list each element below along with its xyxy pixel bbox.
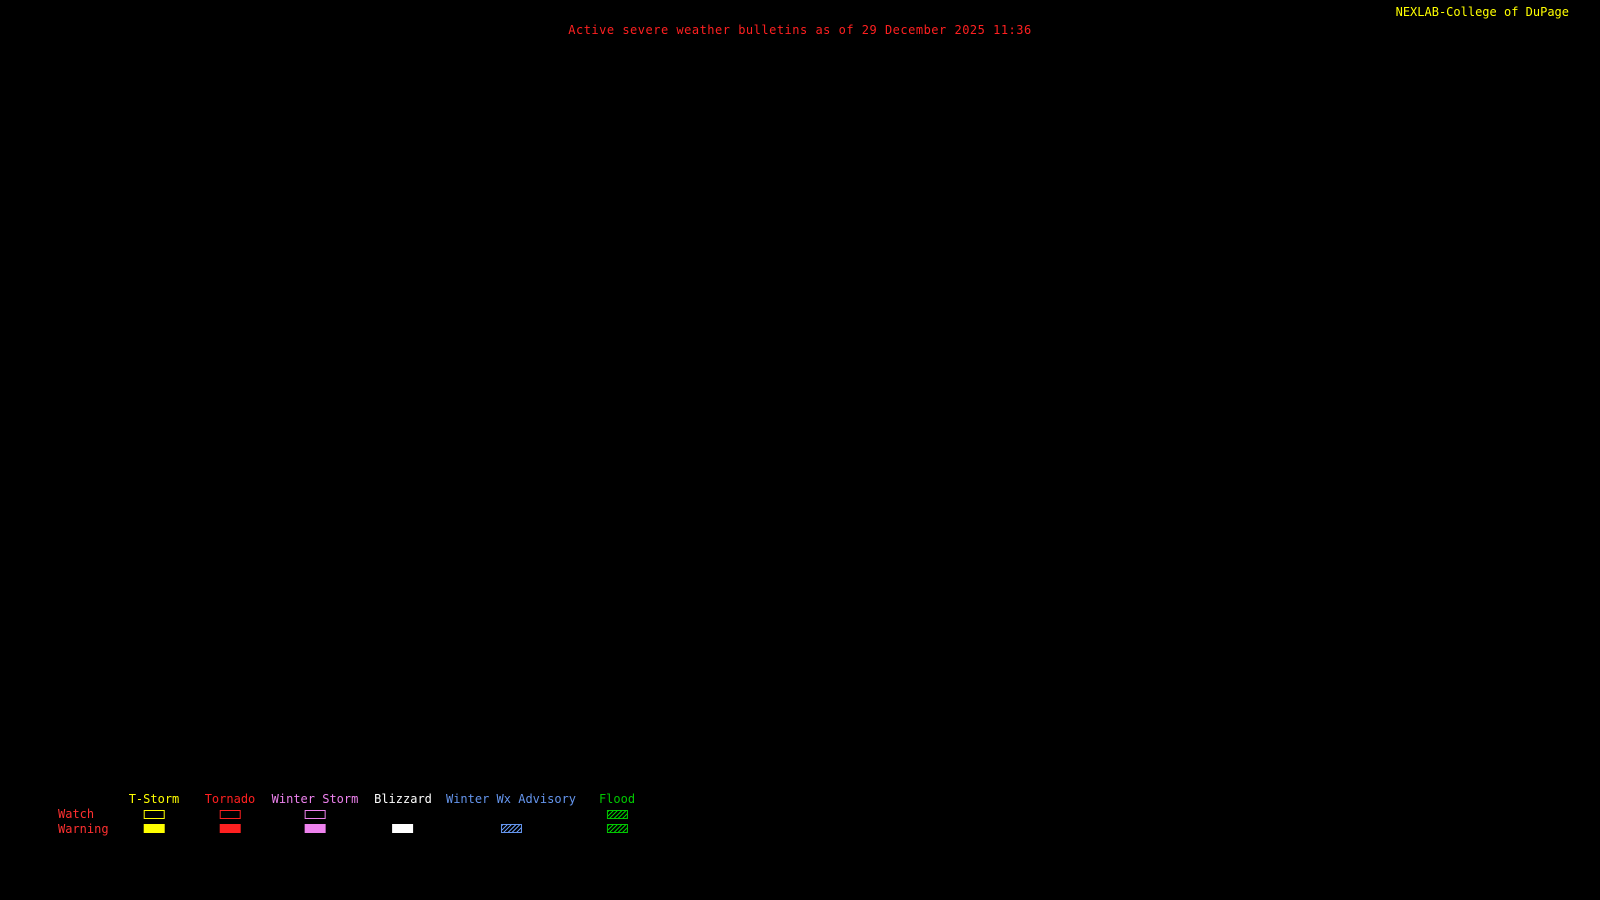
- legend-swatch-slot-watch: [374, 807, 432, 821]
- legend-swatch-warning: [606, 823, 628, 833]
- legend-col-tornado: Tornado: [204, 792, 256, 835]
- brand-text: NEXLAB-College of DuPage: [1395, 5, 1569, 19]
- legend-col-winter-storm: Winter Storm: [271, 792, 359, 835]
- legend-col-label: Blizzard: [374, 792, 432, 806]
- legend-swatch-slot-watch: [446, 807, 576, 821]
- legend-swatch-slot-warning: [129, 821, 180, 835]
- brand: NEXLAB-College of DuPage: [1396, 5, 1586, 19]
- legend-col-t-storm: T-Storm: [128, 792, 180, 835]
- legend-swatch-slot-watch: [599, 807, 635, 821]
- legend-swatch-slot-warning: [446, 821, 576, 835]
- legend-swatch-slot-warning: [205, 821, 256, 835]
- legend-col-label: T-Storm: [128, 792, 180, 806]
- legend-swatch-warning: [500, 823, 522, 833]
- legend-col-blizzard: Blizzard: [374, 792, 432, 835]
- warning-row-label: Warning: [58, 822, 109, 836]
- nexlab-logo-icon: [1574, 6, 1586, 18]
- watch-row-label: Watch: [58, 807, 95, 821]
- legend-swatch-watch: [606, 809, 628, 819]
- legend-swatch-warning: [392, 823, 414, 833]
- legend-swatch-slot-watch: [205, 807, 256, 821]
- legend-swatch-slot-watch: [129, 807, 180, 821]
- legend-swatch-watch: [304, 809, 326, 819]
- legend-swatch-slot-watch: [272, 807, 359, 821]
- legend-swatch-slot-warning: [374, 821, 432, 835]
- legend-swatch-watch: [143, 809, 165, 819]
- legend-swatch-watch: [219, 809, 241, 819]
- legend-col-winter-wx-advisory: Winter Wx Advisory: [446, 792, 576, 835]
- legend-swatch-slot-warning: [272, 821, 359, 835]
- legend-col-label: Winter Wx Advisory: [445, 792, 577, 806]
- bulletin-title: Active severe weather bulletins as of 29…: [568, 23, 1032, 37]
- legend-col-label: Tornado: [204, 792, 256, 806]
- legend-col-label: Flood: [598, 792, 636, 806]
- legend-swatch-warning: [143, 823, 165, 833]
- legend: Watch Warning T-Storm Tornado Winter Storm…: [0, 792, 1600, 840]
- legend-col-flood: Flood: [599, 792, 635, 835]
- legend-swatch-warning: [304, 823, 326, 833]
- legend-swatch-warning: [219, 823, 241, 833]
- legend-swatch-slot-warning: [599, 821, 635, 835]
- legend-col-label: Winter Storm: [271, 792, 359, 806]
